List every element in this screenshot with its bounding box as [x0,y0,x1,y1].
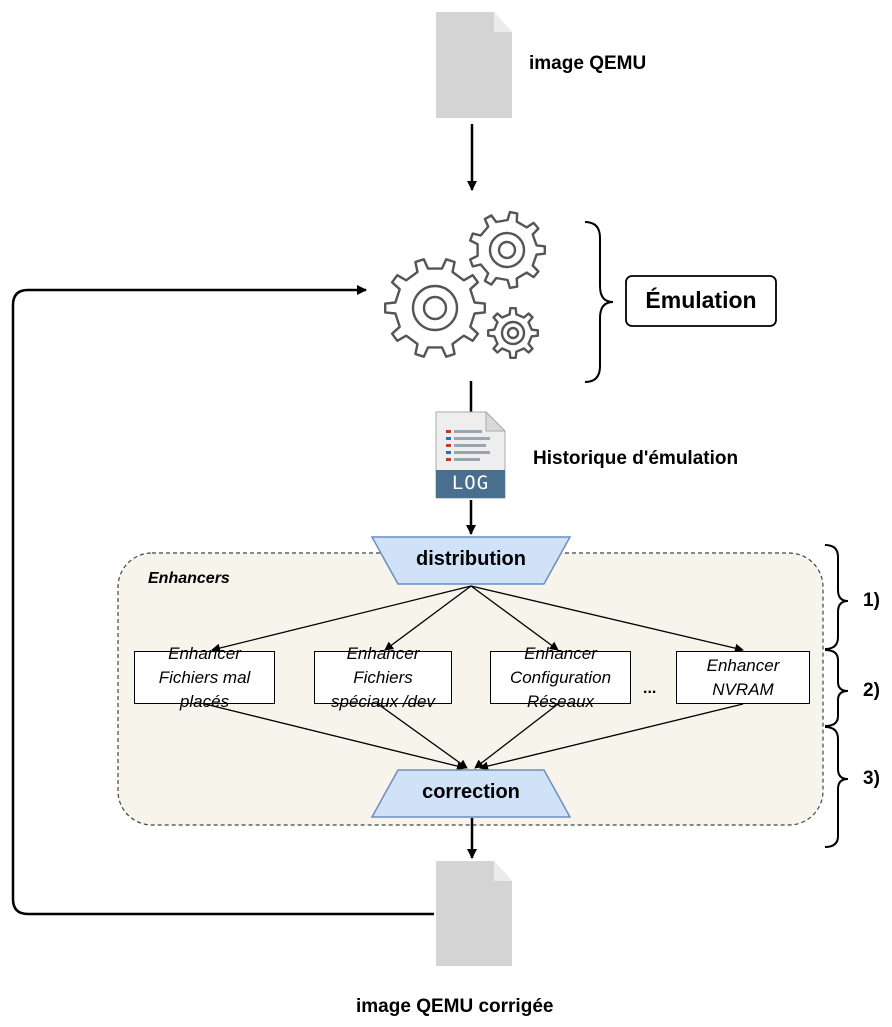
step-2-brace [824,649,849,727]
gear-small-ring [500,320,526,346]
correction-trapezoid [370,769,572,818]
gear-medium-ring [488,231,526,269]
feedback-loop-arrow [11,285,434,916]
distribution-arrows [211,585,744,653]
output-file-icon [436,861,512,966]
step-1-label: 1) [863,590,880,611]
gear-large-outline [384,258,486,358]
log-badge-text: LOG [451,472,490,494]
step-3-label: 3) [863,768,880,789]
gears-icon [384,210,546,359]
gear-small-hole [506,326,520,340]
correction-label: correction [422,781,520,803]
enhancers-ellipsis: ... [643,680,657,697]
log-file-icon [435,410,507,499]
emulation-box [625,275,777,327]
gear-small-outline [487,307,539,359]
step-1-brace [824,544,849,650]
step-3-brace [824,726,849,848]
emulation-brace [584,221,614,383]
input-file-icon [436,12,512,118]
enhancers-group-label: Enhancers [148,570,230,587]
step-2-label: 2) [863,680,880,701]
distribution-trapezoid [370,536,572,585]
gear-large-hole [422,295,448,321]
emulation-label: Émulation [645,287,757,313]
distribution-label: distribution [416,548,526,570]
correction-arrows [204,703,744,771]
output-image-label: image QEMU corrigée [356,996,554,1017]
gear-medium-hole [497,240,517,260]
input-image-label: image QEMU [529,53,647,74]
gear-medium-outline [469,210,546,290]
log-label: Historique d'émulation [533,448,739,469]
gear-large-ring [411,284,459,332]
